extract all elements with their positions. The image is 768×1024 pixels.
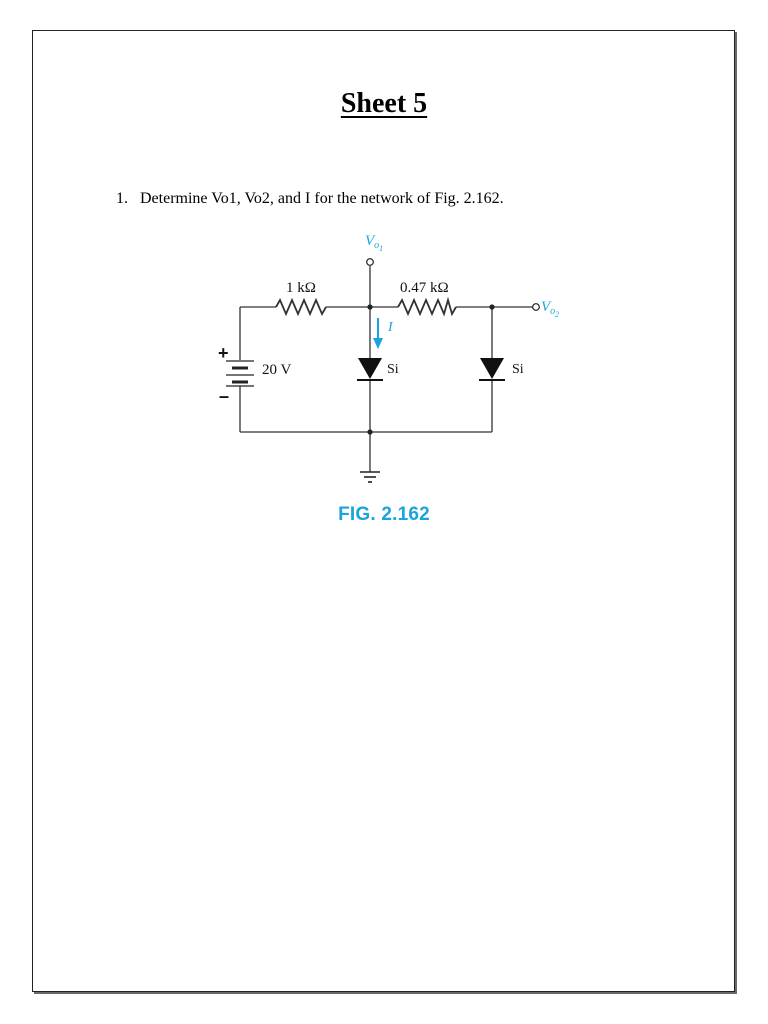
- vo1-terminal: [366, 258, 374, 266]
- page-frame: [32, 30, 735, 992]
- minus-sign: –: [219, 386, 229, 406]
- question-1: 1. Determine Vo1, Vo2, and I for the netw…: [116, 190, 504, 208]
- battery-20v: [226, 360, 254, 387]
- junction-top-right: [489, 304, 495, 310]
- question-text: Determine Vo1, Vo2, and I for the networ…: [140, 190, 504, 207]
- current-arrow-icon: [373, 318, 383, 349]
- sheet-title: Sheet 5: [0, 88, 768, 120]
- diode-right-label: Si: [512, 362, 524, 377]
- diode-si-middle: [357, 358, 383, 381]
- junction-top-mid: [367, 304, 373, 310]
- plus-sign: +: [218, 343, 229, 363]
- diode-middle-label: Si: [387, 362, 399, 377]
- question-number: 1.: [116, 190, 128, 207]
- figure-caption: FIG. 2.162: [338, 504, 430, 525]
- resistor-047k-label: 0.47 kΩ: [400, 280, 449, 296]
- resistor-047k: [397, 296, 457, 317]
- current-label: I: [387, 320, 394, 335]
- resistor-1k-label: 1 kΩ: [286, 280, 316, 296]
- vo2-terminal: [532, 303, 540, 311]
- sheet-title-text: Sheet 5: [340, 88, 428, 119]
- ground-icon: [360, 471, 380, 483]
- source-label: 20 V: [262, 362, 291, 378]
- resistor-1k: [275, 297, 327, 317]
- vo1-label: Vo1: [365, 233, 383, 253]
- diode-si-right: [479, 358, 505, 381]
- junction-bottom-mid: [367, 429, 373, 435]
- vo2-label: Vo2: [541, 299, 559, 319]
